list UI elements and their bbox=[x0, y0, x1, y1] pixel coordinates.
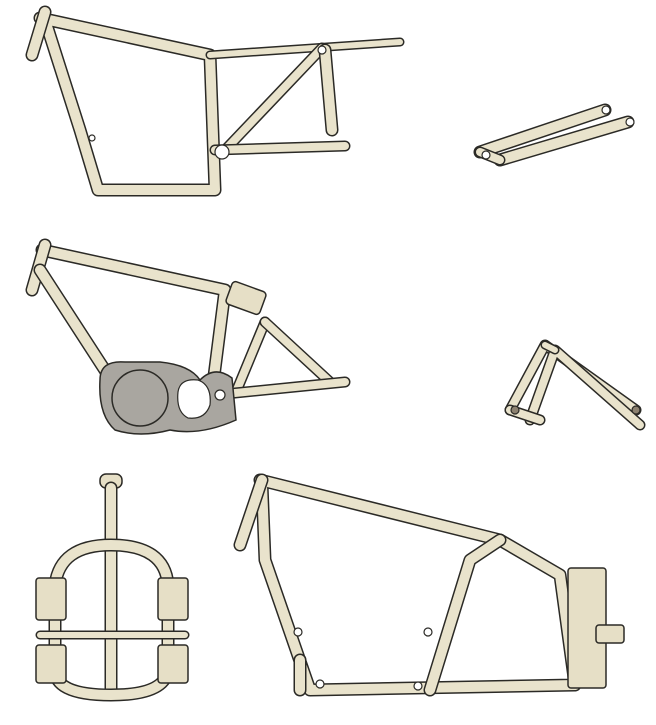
shock-absorber bbox=[225, 280, 267, 316]
triangulated-swingarm bbox=[504, 339, 646, 431]
right-shock bbox=[157, 577, 189, 621]
frame-tube bbox=[221, 44, 326, 154]
frame-tube bbox=[495, 117, 633, 165]
frame-tube bbox=[542, 342, 558, 353]
frame-tube bbox=[475, 105, 610, 157]
frame-tube bbox=[35, 265, 115, 383]
left-shock bbox=[35, 577, 67, 621]
frame-tube bbox=[235, 475, 267, 550]
rigid-frame-with-swingarm bbox=[25, 5, 405, 197]
frame-tube bbox=[425, 535, 505, 695]
frame-tube bbox=[261, 318, 334, 386]
mount-lug bbox=[88, 134, 96, 142]
frame-tube bbox=[207, 39, 403, 58]
frame-tube bbox=[320, 45, 337, 135]
frame-tube bbox=[50, 540, 173, 700]
tube-outline bbox=[33, 11, 222, 197]
pivot-bolt bbox=[214, 144, 230, 160]
frame-tube bbox=[211, 378, 349, 399]
frame-with-engine-cases bbox=[25, 238, 351, 435]
frame-tube bbox=[27, 7, 50, 60]
frame-rear-view bbox=[35, 473, 190, 702]
frame-side-view-large bbox=[233, 473, 625, 697]
swingarm-fork bbox=[473, 103, 635, 167]
frame-tube bbox=[232, 318, 269, 396]
shock-mount bbox=[317, 45, 327, 55]
tube-outline bbox=[253, 473, 582, 697]
frame-tube bbox=[211, 142, 349, 154]
frame-tube bbox=[37, 245, 230, 397]
frame-tube bbox=[255, 475, 580, 695]
frame-tube bbox=[35, 13, 220, 195]
